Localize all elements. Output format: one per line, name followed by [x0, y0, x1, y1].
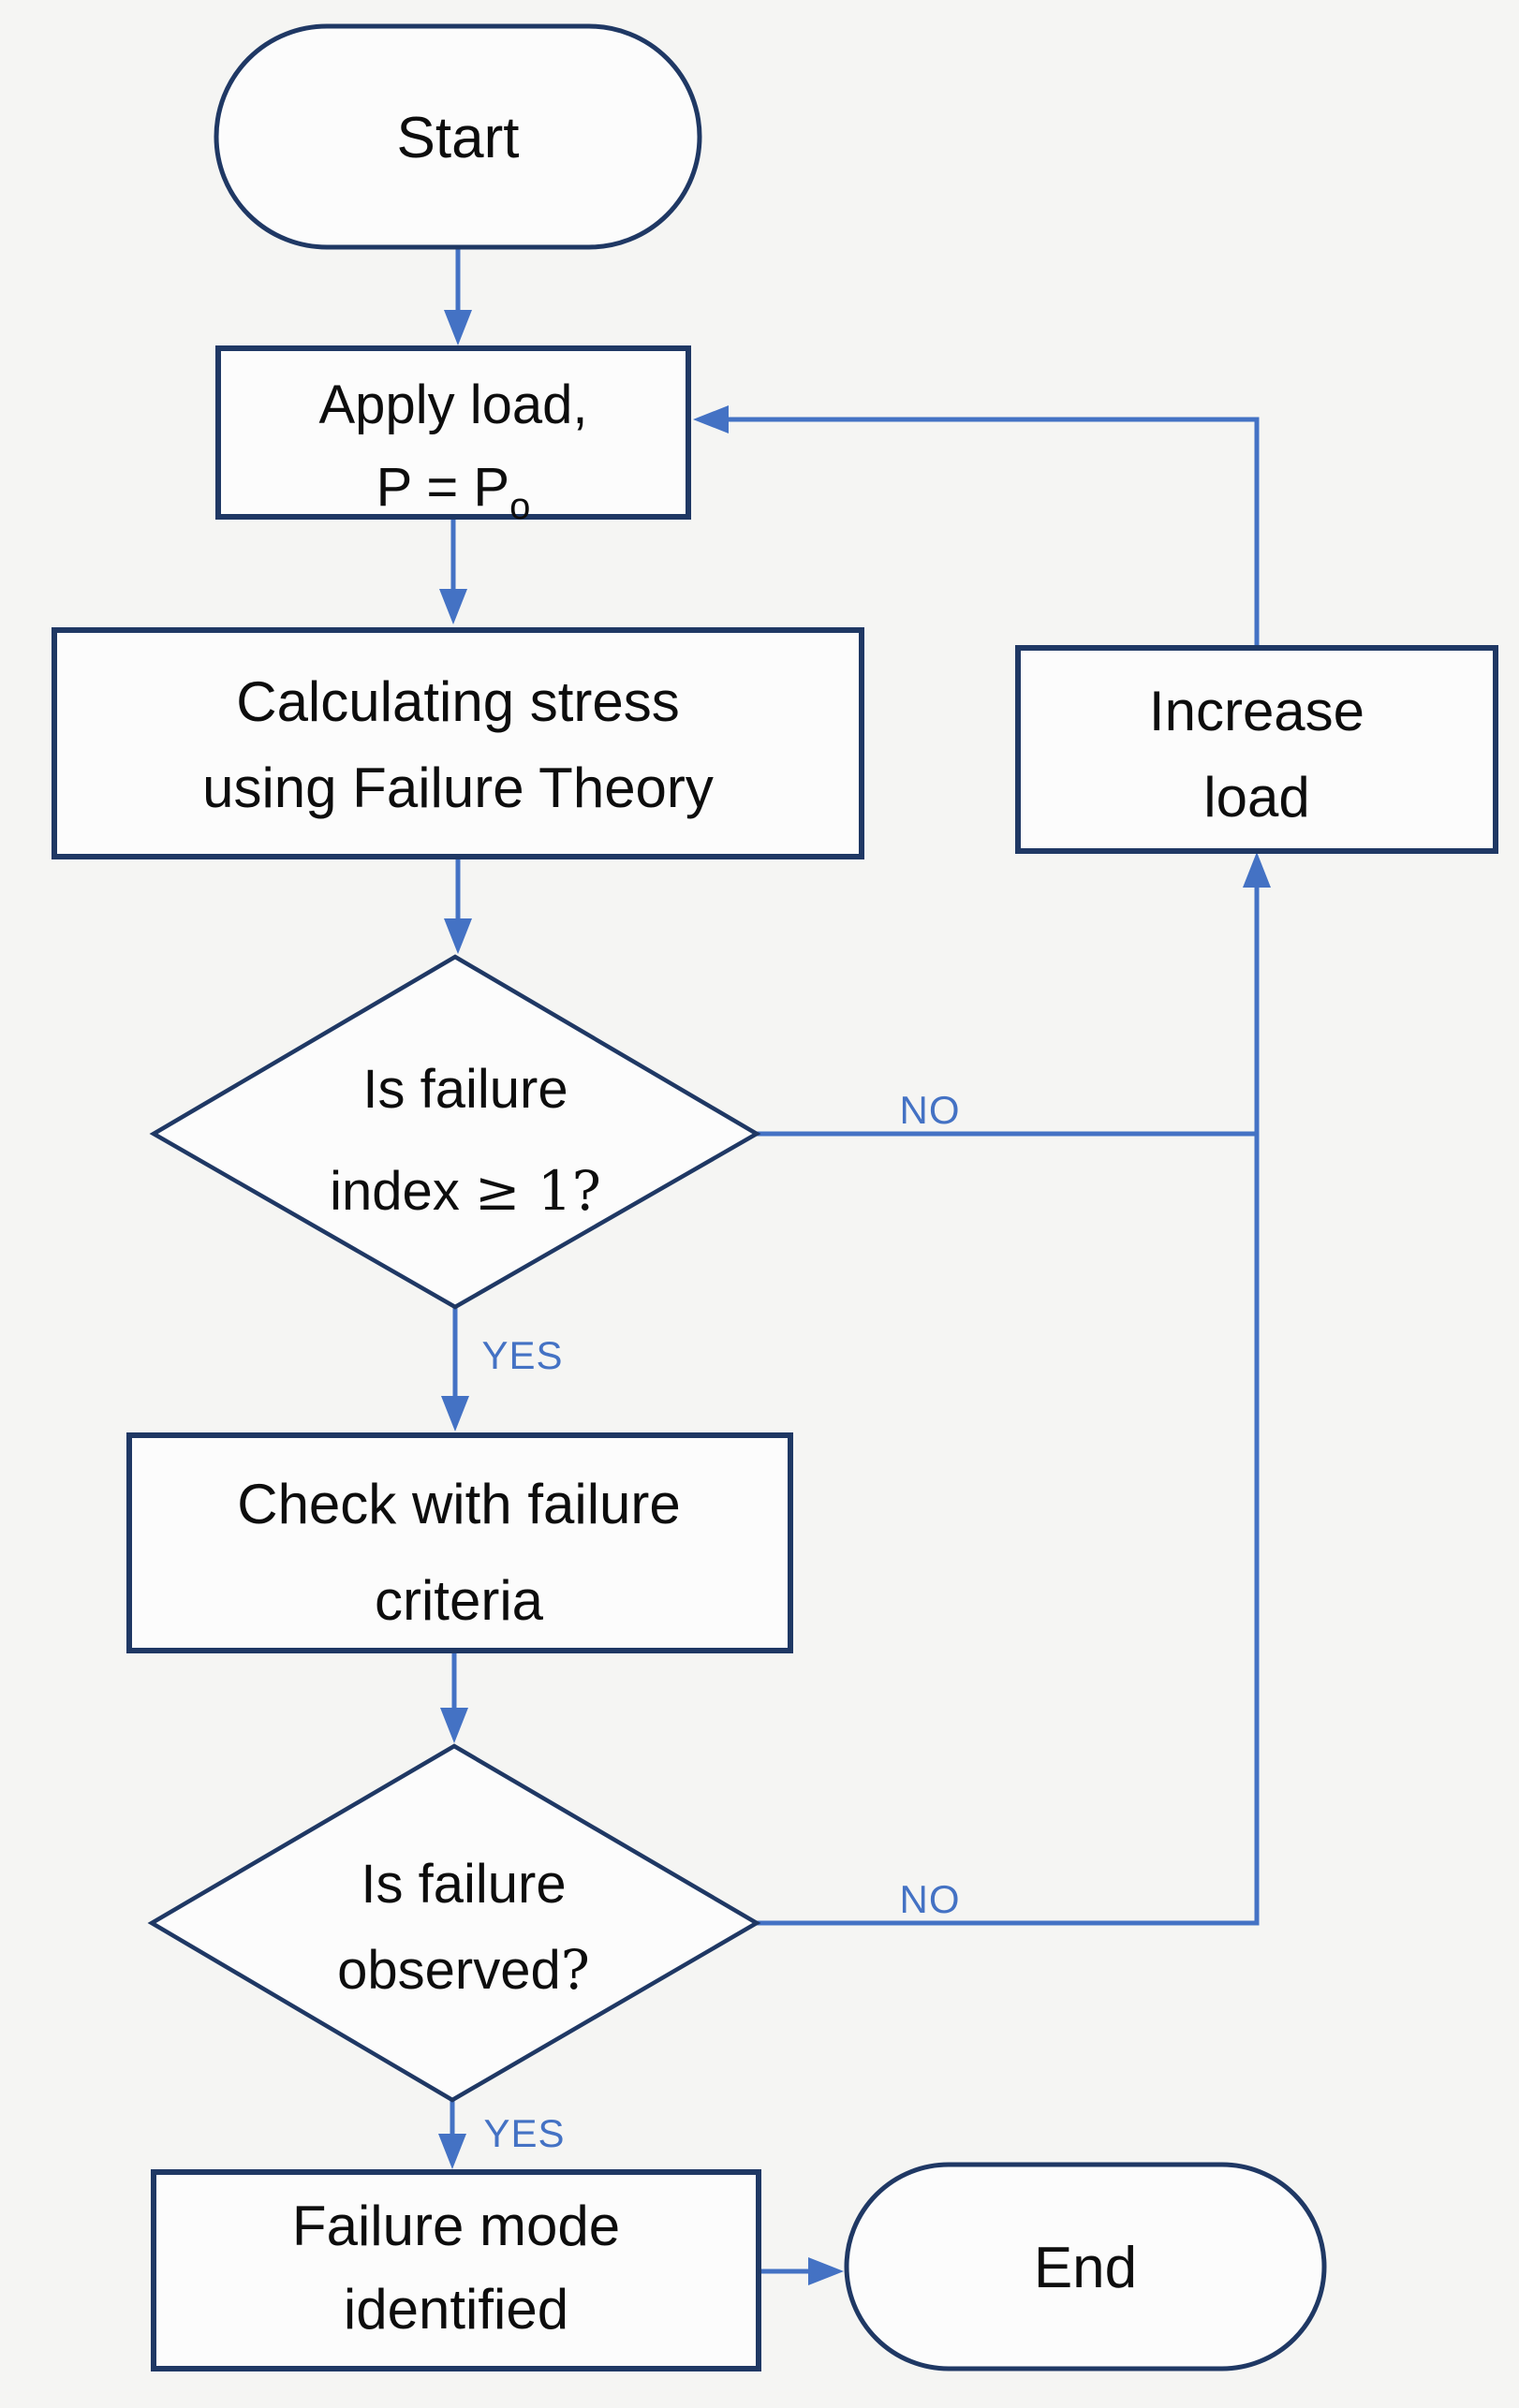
apply-load-process: Apply load, P = Po [215, 345, 691, 527]
failure-observed-decision: Is failure observed? [147, 1743, 761, 2103]
label-yes-2: YES [483, 2111, 565, 2155]
apply-load-formula-subscript: o [509, 486, 530, 527]
failure-index-decision-shape [149, 954, 761, 1310]
apply-load-line-1: Apply load, [319, 374, 588, 435]
check-criteria-line-1: Check with failure [237, 1473, 681, 1535]
check-criteria-shape [126, 1432, 793, 1653]
calculating-stress-line-2: using Failure Theory [202, 756, 714, 819]
end-terminator: End [844, 2162, 1327, 2371]
start-terminator-shape [214, 23, 702, 250]
failure-observed-text: observed [337, 1940, 561, 2001]
failure-index-decision: Is failure index≥ 1? [149, 954, 761, 1310]
failure-observed-line-1: Is failure [361, 1854, 566, 1915]
increase-load-process: Increase load [1015, 645, 1498, 854]
failure-index-math: ≥ 1? [475, 1159, 601, 1223]
failure-index-text: index [330, 1161, 460, 1222]
edge-increase-load-to-apply [693, 405, 1260, 648]
end-terminator-shape [844, 2162, 1327, 2371]
calculating-stress-shape [52, 627, 864, 859]
start-terminator-label: Start [397, 106, 520, 170]
failure-observed-math: ? [561, 1938, 590, 2002]
failure-index-line-1: Is failure [362, 1059, 568, 1120]
apply-load-formula: P = P [376, 457, 509, 518]
label-no-2: NO [900, 1877, 961, 1921]
label-no-1: NO [900, 1088, 961, 1132]
increase-load-line-2: load [1203, 766, 1309, 829]
failure-observed-decision-shape [147, 1743, 761, 2103]
apply-load-line-2: P = Po [376, 457, 531, 527]
failure-mode-shape [151, 2169, 761, 2371]
edge-no-merge-to-increase-load [757, 852, 1271, 1926]
increase-load-shape [1015, 645, 1498, 854]
calculating-stress-process: Calculating stress using Failure Theory [52, 627, 864, 859]
end-terminator-label: End [1034, 2236, 1137, 2300]
edges [438, 249, 1271, 2285]
failure-index-line-2: index≥ 1? [330, 1159, 601, 1223]
failure-observed-line-2: observed? [337, 1938, 590, 2002]
label-yes-1: YES [481, 1333, 563, 1377]
check-criteria-line-2: criteria [375, 1569, 544, 1632]
failure-mode-line-2: identified [344, 2278, 568, 2341]
calculating-stress-line-1: Calculating stress [236, 670, 680, 733]
failure-mode-process: Failure mode identified [151, 2169, 761, 2371]
failure-mode-line-1: Failure mode [292, 2195, 620, 2257]
apply-load-shape [215, 345, 691, 520]
start-terminator: Start [214, 23, 702, 250]
increase-load-line-1: Increase [1149, 680, 1364, 742]
check-criteria-process: Check with failure criteria [126, 1432, 793, 1653]
